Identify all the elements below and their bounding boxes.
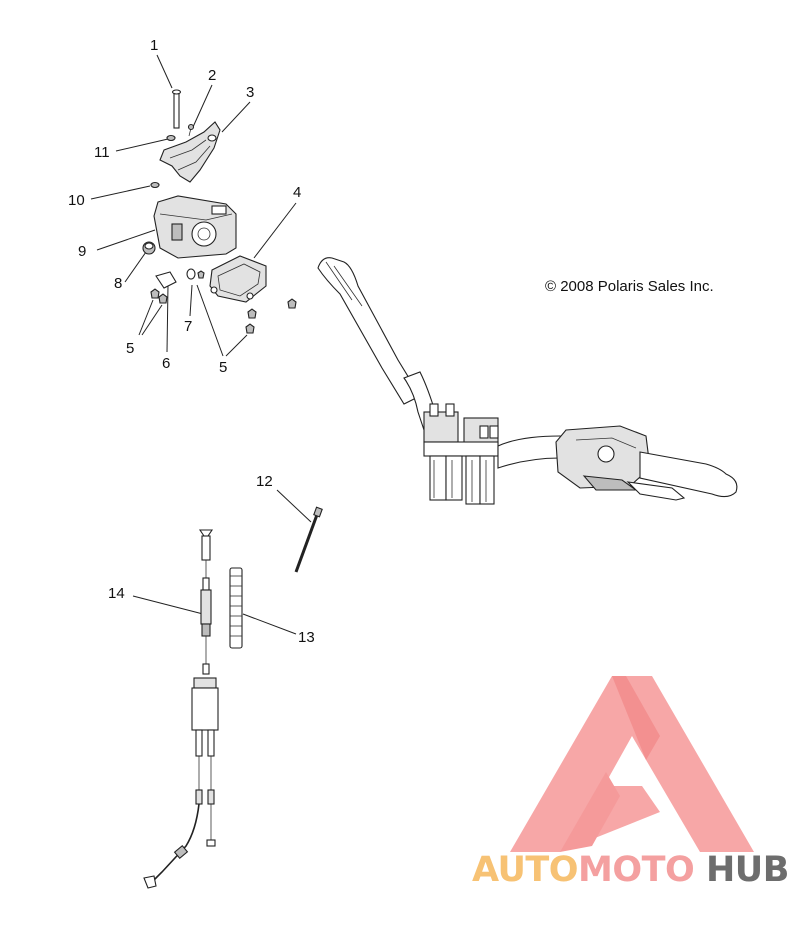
watermark-logo: AUTO MOTO HUB (472, 676, 789, 890)
watermark-hub: HUB (706, 850, 789, 890)
part-1-pin (171, 89, 182, 129)
callout-4: 4 (293, 184, 301, 201)
callout-12: 12 (256, 473, 273, 490)
part-9-housing (153, 195, 237, 259)
copyright-text: © 2008 Polaris Sales Inc. (545, 278, 714, 295)
callout-10: 10 (68, 192, 85, 209)
callout-7: 7 (184, 318, 192, 335)
part-2-screw (187, 123, 195, 137)
callout-11: 11 (94, 144, 110, 161)
switch-assembly (142, 89, 297, 334)
right-control-housing (555, 425, 651, 491)
callout-13: 13 (298, 629, 315, 646)
callout-8: 8 (114, 275, 122, 292)
watermark-auto: AUTO (472, 850, 578, 890)
watermark-moto: MOTO (578, 850, 694, 890)
part-7-washer (186, 268, 196, 280)
leader-lines (90, 54, 312, 635)
part-12-cable-tie (294, 506, 323, 573)
callout-5a: 5 (126, 340, 134, 357)
logo-inner-mark (560, 772, 620, 852)
logo-triangle-mark (510, 676, 754, 852)
right-grip (639, 451, 738, 498)
part-11-nut (166, 134, 176, 142)
callout-3: 3 (246, 84, 254, 101)
brake-lever (626, 481, 686, 501)
part-3-bracket (159, 121, 221, 183)
callout-2: 2 (208, 67, 216, 84)
part-10-nut (150, 181, 160, 189)
part-4-cover (209, 255, 267, 303)
riser-stem (429, 455, 495, 505)
handlebar-assembly (317, 257, 738, 505)
part-13-sleeve (229, 567, 243, 649)
callout-1: 1 (150, 37, 158, 54)
callout-9: 9 (78, 243, 86, 260)
part-6-plate (155, 271, 177, 289)
part-5-screws (150, 270, 297, 334)
part-8-button (142, 241, 156, 255)
callout-5b: 5 (219, 359, 227, 376)
callout-14: 14 (108, 585, 125, 602)
part-14-throttle-cable (143, 529, 219, 889)
logo-peak-mark (612, 676, 660, 760)
callout-6: 6 (162, 355, 170, 372)
handlebar-clamp (423, 403, 499, 457)
